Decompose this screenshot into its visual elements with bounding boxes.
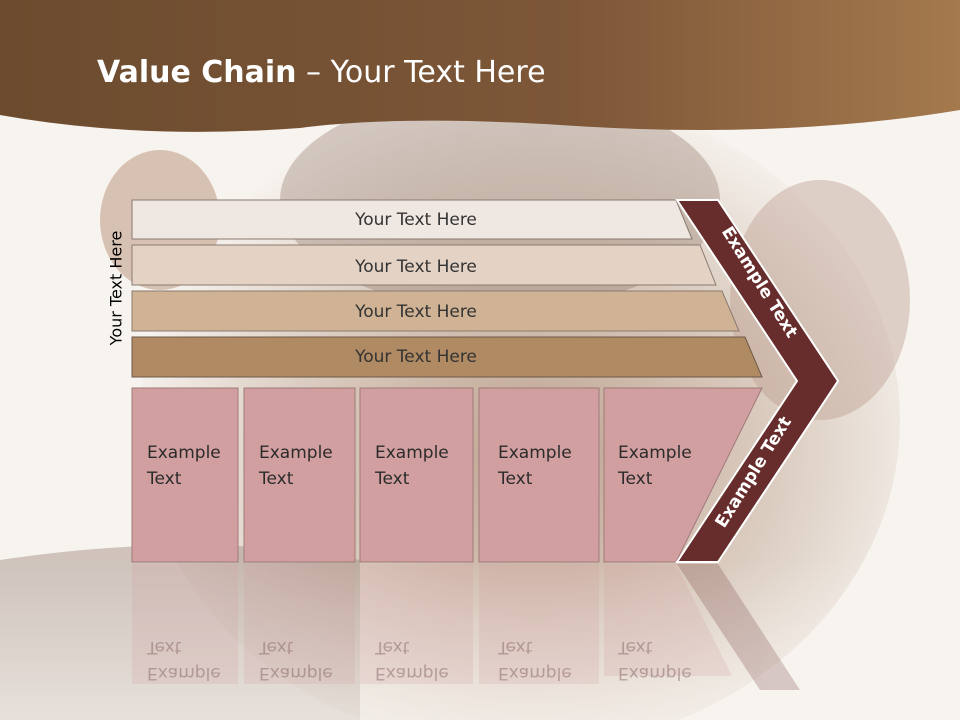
cell-5-line2: Text <box>618 469 653 489</box>
band-1-label: Your Text Here <box>354 210 477 230</box>
cell-5-reflection: Example Text <box>618 634 692 686</box>
cell-5-line1: Example <box>618 443 692 463</box>
cell-5-reflection-line1: Example <box>618 663 692 683</box>
band-3-label: Your Text Here <box>354 302 477 322</box>
cell-4-line1: Example <box>498 443 572 463</box>
band-1: Your Text Here <box>131 199 693 240</box>
cell-1 <box>131 387 239 563</box>
cell-3-reflection-line2: Text <box>375 637 410 657</box>
cell-1-line2: Text <box>147 469 182 489</box>
cell-2-reflection-line1: Example <box>259 663 333 683</box>
cell-3-line2: Text <box>375 469 410 489</box>
cell-3-line1: Example <box>375 443 449 463</box>
band-4: Your Text Here <box>131 336 763 378</box>
cell-4-reflection: Example Text <box>498 634 572 686</box>
cell-4-reflection-line1: Example <box>498 663 572 683</box>
cell-3 <box>359 387 474 563</box>
cell-3-reflection: Example Text <box>375 634 449 686</box>
reflection <box>132 564 800 690</box>
cell-3-reflection-line1: Example <box>375 663 449 683</box>
cell-1-reflection: Example Text <box>147 634 221 686</box>
cell-2-line2: Text <box>259 469 294 489</box>
cell-4-reflection-line2: Text <box>498 637 533 657</box>
band-4-label: Your Text Here <box>354 347 477 367</box>
cell-1-reflection-line2: Text <box>147 637 182 657</box>
cell-1-reflection-line1: Example <box>147 663 221 683</box>
cell-2-line1: Example <box>259 443 333 463</box>
cell-4 <box>478 387 600 563</box>
cell-1-line1: Example <box>147 443 221 463</box>
page-title: Value Chain – Your Text Here <box>97 55 546 90</box>
cell-2-reflection-line2: Text <box>259 637 294 657</box>
band-2: Your Text Here <box>131 244 717 286</box>
cell-5-reflection-line2: Text <box>618 637 653 657</box>
cell-4-line2: Text <box>498 469 533 489</box>
cell-2 <box>243 387 356 563</box>
cell-2-reflection: Example Text <box>259 634 333 686</box>
band-2-label: Your Text Here <box>354 257 477 277</box>
band-3: Your Text Here <box>131 290 740 332</box>
title-rest: – Your Text Here <box>296 55 546 90</box>
title-bold: Value Chain <box>97 55 297 90</box>
